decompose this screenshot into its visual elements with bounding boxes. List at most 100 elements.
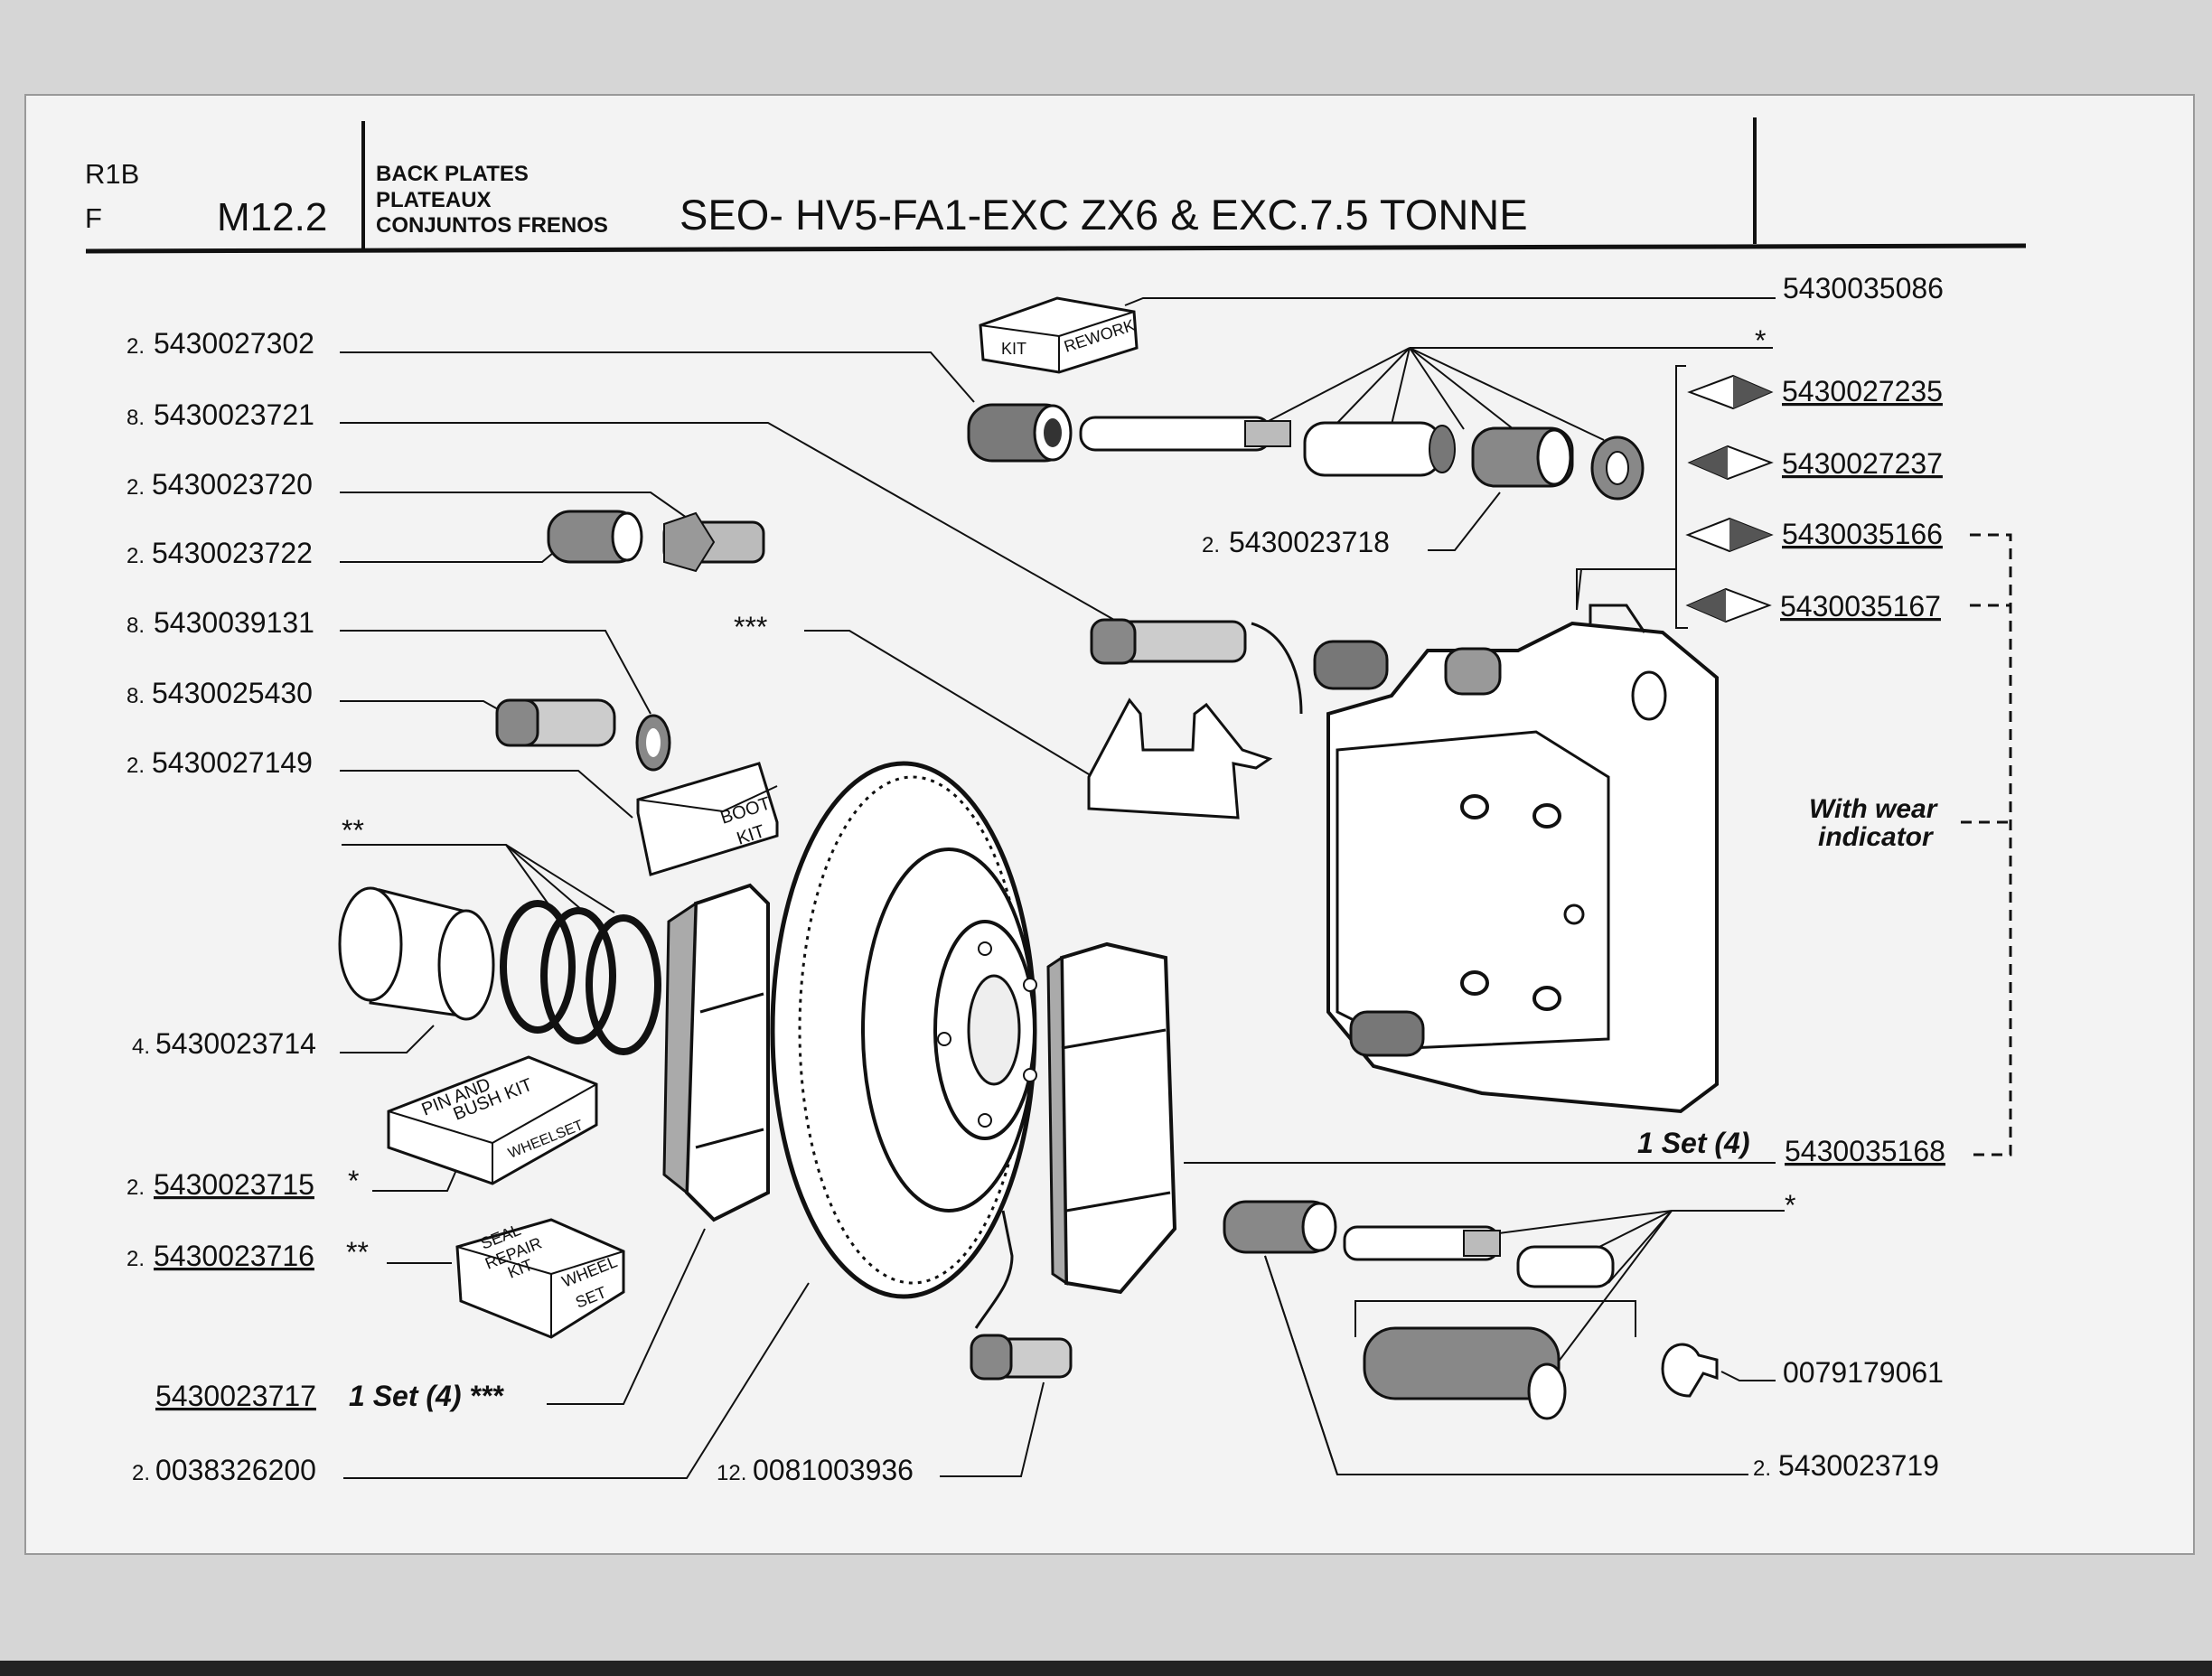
- brake-caliper: [1313, 568, 1719, 1114]
- section-code: M12.2: [217, 195, 327, 239]
- svg-text:2.: 2.: [127, 334, 145, 359]
- diamond-icon-5430035167: [1685, 587, 1772, 623]
- svg-text:5430039131: 5430039131: [154, 606, 314, 639]
- code-f: F: [85, 202, 102, 234]
- callout-5430023715: 2. 5430023715 *: [127, 1165, 457, 1201]
- bottom-boot-bracket: [1354, 1300, 1636, 1337]
- bottom-guide-pin: [1343, 1225, 1501, 1261]
- svg-text:2.: 2.: [127, 1247, 145, 1271]
- washer-left: [635, 714, 671, 772]
- callout-5430039131: 8. 5430039131: [127, 606, 651, 715]
- callout-0038326200: 2. 0038326200: [132, 1282, 810, 1486]
- header-rule: [85, 243, 2027, 254]
- svg-text:5430023714: 5430023714: [155, 1027, 316, 1060]
- wear-indicator-label-2: indicator: [1818, 822, 1935, 852]
- rework-kit-box: KIT REWORK: [979, 296, 1139, 374]
- svg-text:8.: 8.: [127, 613, 145, 638]
- kit-bracket: [1675, 365, 1688, 629]
- desc-line-2: PLATEAUX: [376, 188, 492, 212]
- svg-text:5430023720: 5430023720: [152, 468, 313, 501]
- svg-text:5430023722: 5430023722: [152, 537, 313, 569]
- top-sleeve: [1303, 421, 1456, 477]
- bleed-screw: [662, 511, 765, 573]
- svg-text:5430023719: 5430023719: [1778, 1449, 1939, 1482]
- svg-text:12.: 12.: [717, 1461, 746, 1485]
- disc-bolt: [970, 1210, 1073, 1381]
- callout-5430023722: 2. 5430023722: [127, 537, 554, 569]
- svg-text:5430023721: 5430023721: [154, 398, 314, 431]
- boot-kit-box: BOOT KIT: [636, 762, 779, 876]
- svg-text:8.: 8.: [127, 684, 145, 708]
- caliper-bolt-top: [1090, 618, 1303, 715]
- diamond-icon-5430027235: [1687, 374, 1774, 410]
- caliper-bolt-left: [495, 698, 616, 747]
- diamond-icon-5430027237: [1687, 445, 1774, 481]
- svg-text:***: ***: [734, 611, 767, 643]
- small-bush: [547, 510, 643, 564]
- callout-5430025430: 8. 5430025430: [127, 677, 507, 715]
- svg-text:0079179061: 0079179061: [1783, 1356, 1944, 1389]
- callout-0081003936: 12. 0081003936: [717, 1381, 1045, 1486]
- top-bush: [967, 403, 1073, 463]
- svg-text:2.: 2.: [132, 1461, 150, 1485]
- svg-text:5430035168: 5430035168: [1785, 1135, 1945, 1167]
- callout-5430023720: 2. 5430023720: [127, 468, 697, 525]
- svg-text:2.: 2.: [127, 544, 145, 568]
- desc-line-1: BACK PLATES: [376, 162, 529, 186]
- page-title: SEO- HV5-FA1-EXC ZX6 & EXC.7.5 TONNE: [680, 191, 1528, 239]
- svg-text:2.: 2.: [127, 754, 145, 778]
- svg-text:1 Set (4): 1 Set (4): [1637, 1127, 1749, 1159]
- svg-text:*: *: [1785, 1189, 1795, 1222]
- svg-text:**: **: [342, 814, 364, 847]
- part-5430035167: 5430035167: [1780, 590, 1941, 623]
- svg-text:5430025430: 5430025430: [152, 677, 313, 709]
- svg-text:5430023716: 5430023716: [154, 1240, 314, 1272]
- part-5430027235: 5430027235: [1782, 375, 1943, 407]
- svg-text:2.: 2.: [127, 475, 145, 500]
- callout-5430035086: 5430035086: [1124, 272, 1944, 306]
- svg-text:2.: 2.: [127, 1175, 145, 1200]
- brake-disc: [770, 761, 1037, 1299]
- callout-0079179061: 0079179061: [1720, 1356, 1944, 1389]
- svg-text:2.: 2.: [1202, 533, 1220, 557]
- callout-5430023721: 8. 5430023721: [127, 398, 1121, 624]
- svg-text:4.: 4.: [132, 1035, 150, 1059]
- part-5430027237: 5430027237: [1782, 447, 1943, 480]
- desc-line-3: CONJUNTOS FRENOS: [376, 213, 608, 238]
- callout-5430027302: 2. 5430027302: [127, 327, 975, 403]
- header: R1B F M12.2 BACK PLATES PLATEAUX CONJUNT…: [85, 117, 2027, 254]
- bottom-boot: [1363, 1326, 1567, 1420]
- bottom-bush: [1223, 1200, 1337, 1254]
- svg-text:8.: 8.: [127, 406, 145, 430]
- code-r1b: R1B: [85, 158, 139, 190]
- brake-pad-inner: [662, 883, 770, 1222]
- callout-5430027149: 2. 5430027149: [127, 746, 633, 819]
- svg-text:5430023717: 5430023717: [155, 1380, 316, 1412]
- right-labels: 5430035086 * 5430027235 5430027237: [1124, 272, 2012, 1482]
- callout-5430023718: 2. 5430023718: [1202, 492, 1501, 558]
- part-5430035166: 5430035166: [1782, 518, 1943, 550]
- pad-retaining-spring: [1087, 698, 1273, 819]
- svg-text:KIT: KIT: [1001, 340, 1026, 358]
- svg-text:*: *: [348, 1165, 359, 1197]
- wear-indicator-label-1: With wear: [1809, 794, 1939, 824]
- caliper-piston: [338, 886, 495, 1021]
- diamond-icon-5430035166: [1685, 517, 1774, 553]
- callout-5430035168: 1 Set (4) 5430035168: [1184, 1127, 1945, 1167]
- svg-text:2.: 2.: [1753, 1456, 1771, 1481]
- top-boot: [1471, 426, 1574, 488]
- bottom-sleeve: [1516, 1245, 1615, 1288]
- top-washer: [1590, 435, 1645, 501]
- wear-clip: [1661, 1343, 1719, 1398]
- wear-indicator-bracket: [1970, 533, 2012, 1156]
- callout-5430023717: 5430023717 1 Set (4) ***: [155, 1228, 706, 1412]
- svg-text:5430035086: 5430035086: [1783, 272, 1944, 304]
- brake-pad-outer: [1046, 941, 1177, 1295]
- svg-text:0081003936: 0081003936: [753, 1454, 914, 1486]
- svg-text:1 Set (4) ***: 1 Set (4) ***: [349, 1380, 504, 1412]
- piston-seal-rings: [500, 900, 661, 1055]
- svg-text:5430023715: 5430023715: [154, 1168, 314, 1201]
- svg-text:5430027302: 5430027302: [154, 327, 314, 360]
- callout-double-star: **: [342, 814, 615, 913]
